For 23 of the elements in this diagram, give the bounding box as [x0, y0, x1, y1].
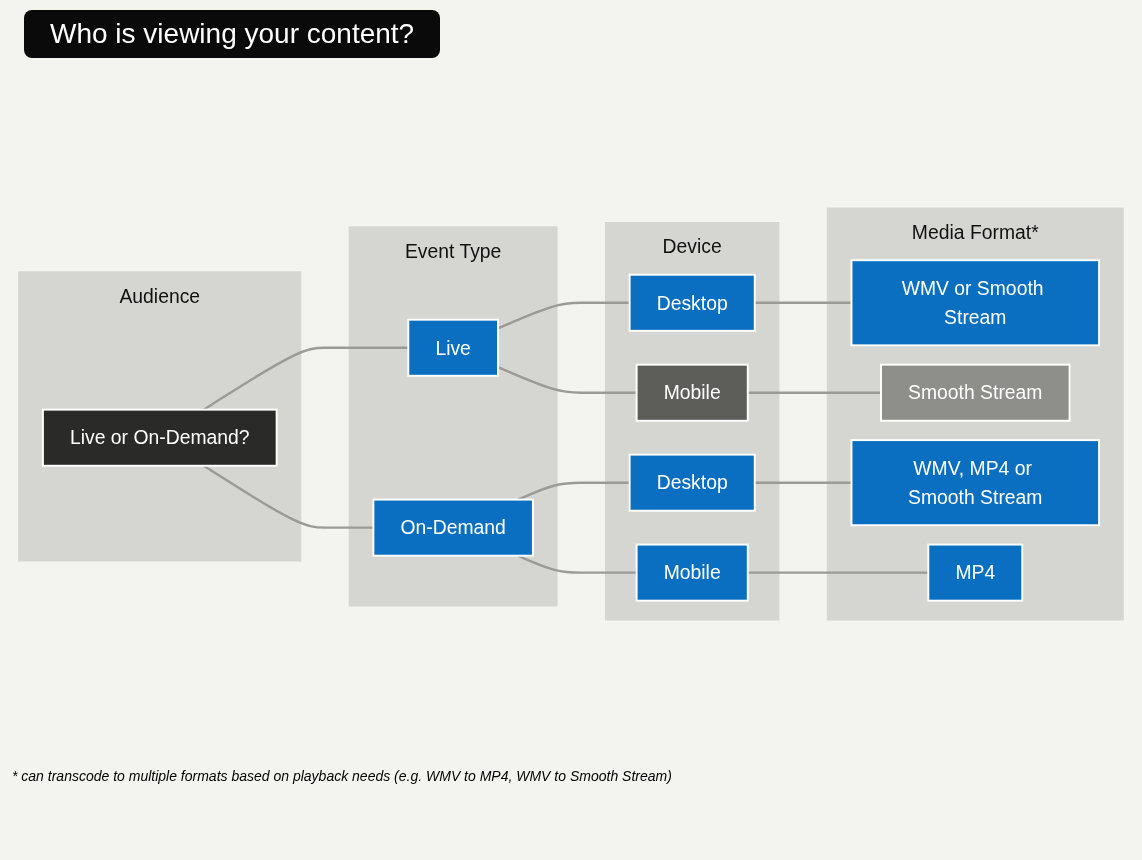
- node-box: MP4: [927, 543, 1024, 602]
- node-box: WMV, MP4 or Smooth Stream: [850, 439, 1101, 527]
- connector: [203, 346, 409, 411]
- node-box: On-Demand: [372, 498, 534, 557]
- footnote: * can transcode to multiple formats based on playback needs (e.g. WMV to MP4, WMV to Smooth Stream): [12, 768, 673, 784]
- node-box: Desktop: [628, 273, 756, 332]
- connector: [754, 481, 852, 484]
- connector: [497, 301, 630, 330]
- connector: [517, 481, 630, 501]
- node-box: WMV or Smooth Stream: [850, 259, 1101, 347]
- node-box: Mobile: [635, 543, 749, 602]
- node-box: Smooth Stream: [880, 363, 1071, 422]
- title-banner: Who is viewing your content?: [24, 10, 441, 58]
- node-box: Live: [407, 318, 499, 377]
- node-box: Mobile: [635, 363, 749, 422]
- node-box: Live or On-Demand?: [41, 408, 278, 467]
- connector: [747, 391, 881, 394]
- connector: [517, 554, 637, 574]
- node-box: Desktop: [628, 453, 756, 512]
- connector: [497, 366, 637, 394]
- connector: [754, 301, 852, 304]
- connector: [747, 571, 929, 574]
- connector: [203, 464, 374, 529]
